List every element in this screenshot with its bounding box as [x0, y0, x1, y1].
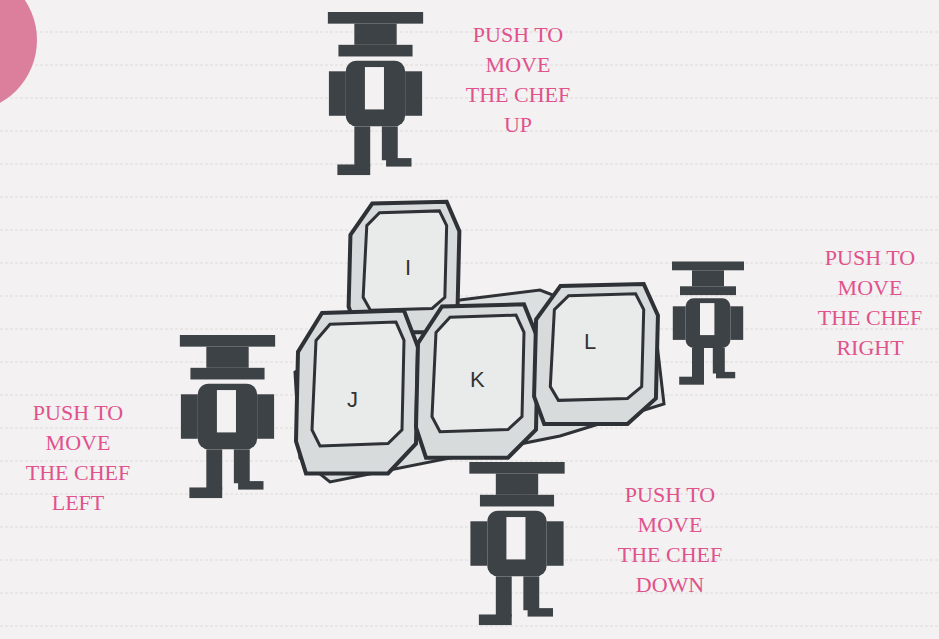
chef-up	[328, 12, 423, 175]
instruction-label: PUSH TO MOVE THE CHEF LEFT	[24, 398, 132, 518]
chef-left	[180, 335, 275, 498]
key-letter: L	[584, 330, 596, 354]
key-letter: I	[405, 256, 411, 280]
keycap-outline	[530, 280, 662, 428]
chef-down	[469, 462, 564, 625]
keycap: K	[412, 300, 542, 462]
chef-right	[672, 262, 744, 385]
keycap: J	[292, 306, 422, 478]
key-letter: K	[470, 368, 485, 392]
instruction-label: PUSH TO MOVE THE CHEF UP	[464, 20, 572, 140]
instruction-label: PUSH TO MOVE THE CHEF RIGHT	[816, 243, 924, 363]
key-letter: J	[347, 388, 358, 412]
keycap: L	[530, 280, 662, 428]
instruction-label: PUSH TO MOVE THE CHEF DOWN	[616, 480, 724, 600]
keyboard-base	[295, 290, 664, 482]
